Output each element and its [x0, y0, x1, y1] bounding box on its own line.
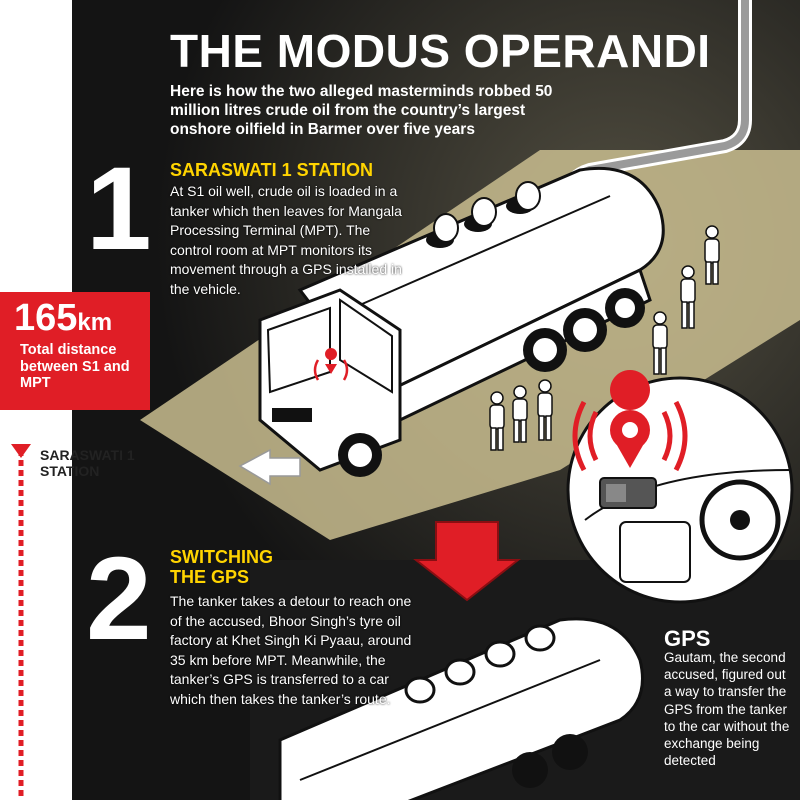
page-title: THE MODUS OPERANDI: [170, 25, 711, 77]
route-start-marker: [11, 444, 31, 458]
step-2-body: The tanker takes a detour to reach one o…: [170, 593, 412, 707]
gps-heading: GPS: [664, 626, 711, 651]
step-1-number: 1: [86, 143, 152, 275]
tanker-truck-2: [278, 617, 644, 800]
gps-signal-icon: [313, 348, 349, 381]
distance-label: Total distance between S1 and MPT: [20, 342, 130, 391]
distance-callout: 165km Total distance between S1 and MPT: [0, 292, 150, 410]
workers: [489, 225, 720, 451]
tanker-truck-1: [258, 166, 665, 477]
distance-unit: km: [77, 309, 113, 336]
step-1-heading: SARASWATI 1 STATION: [170, 160, 374, 180]
intro-text: Here is how the two alleged masterminds …: [170, 83, 553, 138]
gps-body: Gautam, the second accused, figured out …: [664, 650, 790, 769]
step-1-body: At S1 oil well, crude oil is loaded in a…: [170, 183, 402, 297]
arrow-down-icon: [413, 521, 521, 602]
car-interior-inset: [566, 370, 794, 604]
route-start-label: SARASWATI 1 STATION: [40, 447, 135, 479]
gps-pin-icon: [572, 370, 688, 472]
distance-value: 165km: [14, 297, 113, 339]
arrow-left-icon: [238, 448, 301, 486]
step-2-number: 2: [86, 533, 152, 665]
